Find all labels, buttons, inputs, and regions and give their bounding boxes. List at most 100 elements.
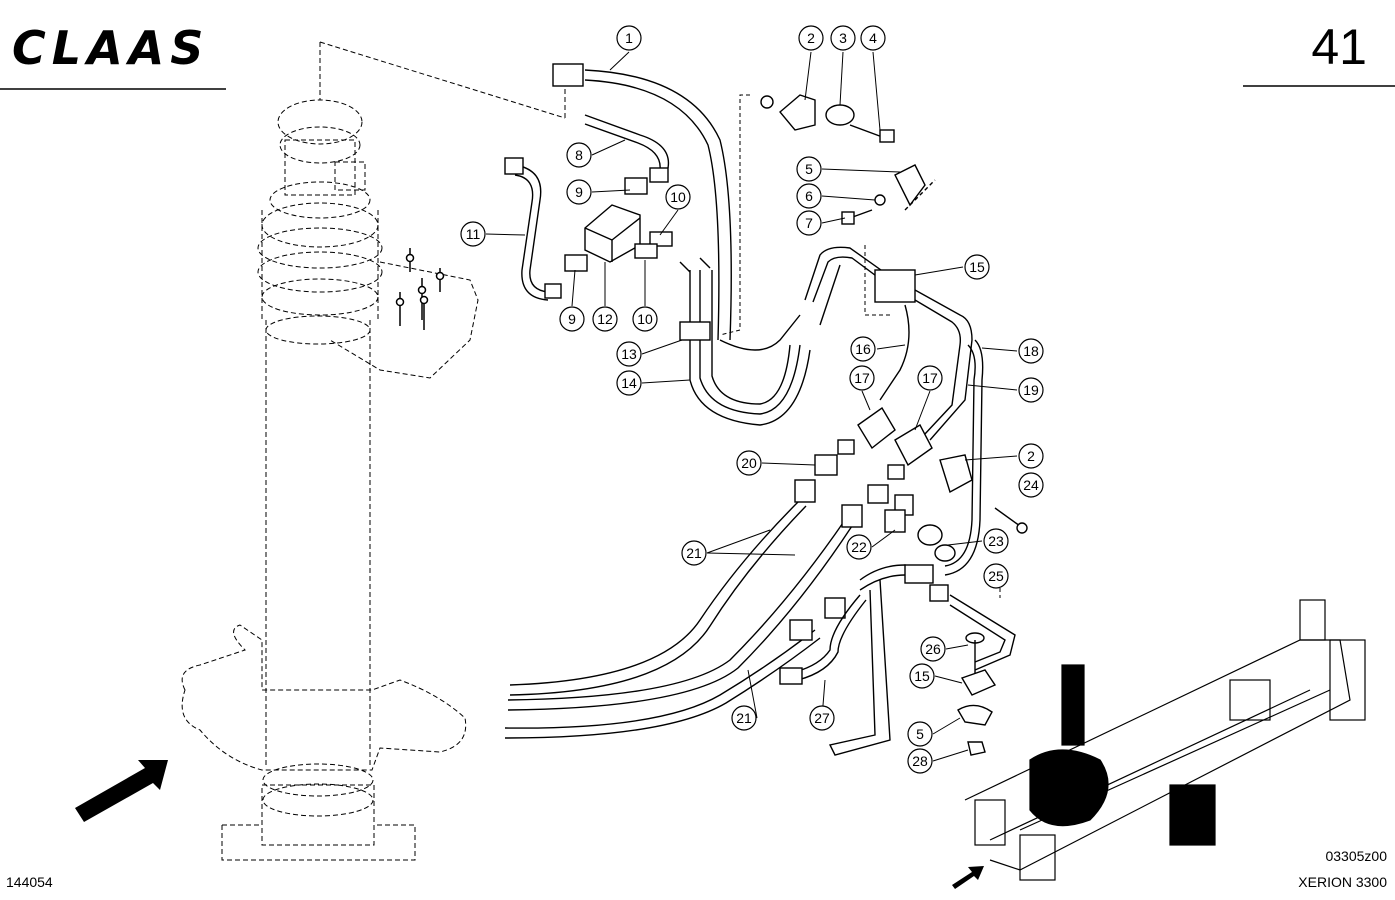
- callout-number: 9: [568, 311, 576, 327]
- callout-number: 5: [916, 726, 924, 742]
- callout-number: 25: [988, 568, 1004, 584]
- callout-number: 1: [625, 30, 633, 46]
- callout-circle: [964, 254, 990, 280]
- callout-number: 15: [969, 259, 985, 275]
- callout-circle: [796, 210, 822, 236]
- callout-number: 7: [805, 215, 813, 231]
- callout-21: 21: [681, 540, 707, 566]
- callout-9: 9: [566, 179, 592, 205]
- pipe-25-hose-27: [779, 564, 1016, 756]
- callout-circle: [909, 663, 935, 689]
- callout-number: 21: [686, 545, 702, 561]
- callout-22: 22: [846, 534, 872, 560]
- callout-15: 15: [909, 663, 935, 689]
- callout-circle: [850, 336, 876, 362]
- callout-number: 10: [637, 311, 653, 327]
- callout-21: 21: [731, 705, 757, 731]
- callout-14: 14: [616, 370, 642, 396]
- clamps-17: [837, 406, 973, 494]
- model-name: XERION 3300: [1298, 874, 1387, 890]
- callout-26: 26: [920, 636, 946, 662]
- clamp-2-3-4: [760, 94, 895, 143]
- callout-13: 13: [616, 341, 642, 367]
- callout-number: 17: [854, 370, 870, 386]
- callout-number: 4: [869, 30, 877, 46]
- direction-arrow-large: [75, 760, 168, 822]
- callout-leaders: [485, 51, 1018, 762]
- hose-bundle-14: [679, 257, 811, 426]
- callout-circle: [616, 341, 642, 367]
- callout-circle: [907, 748, 933, 774]
- callout-number: 10: [670, 189, 686, 205]
- callout-15: 15: [964, 254, 990, 280]
- callout-number: 9: [575, 184, 583, 200]
- callout-number: 12: [597, 311, 613, 327]
- callout-16: 16: [850, 336, 876, 362]
- callout-28: 28: [907, 748, 933, 774]
- callout-circle: [616, 370, 642, 396]
- callout-circle: [616, 25, 642, 51]
- callout-number: 21: [736, 710, 752, 726]
- callout-17: 17: [917, 365, 943, 391]
- callout-number: 20: [741, 455, 757, 471]
- callout-23: 23: [983, 528, 1009, 554]
- callout-10: 10: [632, 306, 658, 332]
- callout-1: 1: [616, 25, 642, 51]
- callout-circle: [1018, 377, 1044, 403]
- callout-circle: [1018, 338, 1044, 364]
- callout-number: 28: [912, 753, 928, 769]
- drawing-code: 03305z00: [1325, 848, 1387, 864]
- callout-20: 20: [736, 450, 762, 476]
- callout-5: 5: [907, 721, 933, 747]
- callout-number: 22: [851, 539, 867, 555]
- callout-number: 18: [1023, 343, 1039, 359]
- callout-circle: [846, 534, 872, 560]
- callout-5: 5: [796, 156, 822, 182]
- callout-number: 2: [1027, 448, 1035, 464]
- callout-number: 3: [839, 30, 847, 46]
- callout-number: 6: [805, 188, 813, 204]
- callout-circle: [920, 636, 946, 662]
- callout-circle: [983, 563, 1009, 589]
- callout-circle: [665, 184, 691, 210]
- callout-17: 17: [849, 365, 875, 391]
- hoses-21: [504, 479, 863, 739]
- callout-circle: [559, 306, 585, 332]
- callout-3: 3: [830, 25, 856, 51]
- callout-circle: [917, 365, 943, 391]
- callout-27: 27: [809, 705, 835, 731]
- clamp-5-6-7: [841, 164, 936, 225]
- callout-circle: [798, 25, 824, 51]
- page-number: 41: [1311, 19, 1367, 75]
- tractor-frame-overview: [964, 599, 1366, 881]
- callout-number: 17: [922, 370, 938, 386]
- callout-25: 25: [983, 563, 1009, 589]
- pipe-11: [504, 157, 562, 301]
- callout-circle: [860, 25, 886, 51]
- fittings-20-22-23: [814, 454, 1028, 562]
- callout-number: 26: [925, 641, 941, 657]
- callout-circle: [809, 705, 835, 731]
- callout-circle: [460, 221, 486, 247]
- hose-1: [552, 63, 732, 341]
- callout-8: 8: [566, 142, 592, 168]
- callout-4: 4: [860, 25, 886, 51]
- dashed-leaders: [719, 94, 1001, 598]
- callout-circle: [796, 156, 822, 182]
- callout-12: 12: [592, 306, 618, 332]
- callout-circle: [849, 365, 875, 391]
- valve-block-12: [564, 177, 673, 272]
- callout-circle: [1018, 472, 1044, 498]
- callout-circle: [796, 183, 822, 209]
- callout-number: 2: [807, 30, 815, 46]
- callout-7: 7: [796, 210, 822, 236]
- callout-circle: [1018, 443, 1044, 469]
- callout-circle: [983, 528, 1009, 554]
- brand-logo: CLAAS: [12, 21, 210, 75]
- callout-circle: [830, 25, 856, 51]
- callout-10: 10: [665, 184, 691, 210]
- callout-11: 11: [460, 221, 486, 247]
- callout-number: 27: [814, 710, 830, 726]
